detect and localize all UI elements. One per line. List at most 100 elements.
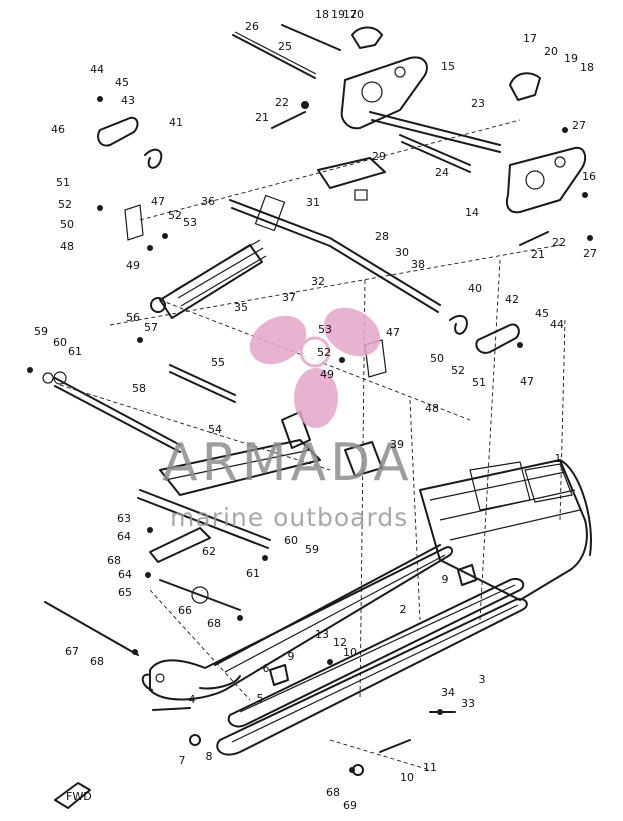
callout-32: 32: [311, 275, 325, 288]
callout-52-4: 52: [451, 364, 465, 377]
callout-14: 14: [465, 206, 479, 219]
callout-9-2: 9: [288, 650, 295, 663]
callout-53: 53: [183, 216, 197, 229]
callout-60-2: 60: [284, 534, 298, 547]
callout-60: 60: [53, 336, 67, 349]
callout-48: 48: [60, 240, 74, 253]
callout-5: 5: [257, 692, 264, 705]
callout-28: 28: [375, 230, 389, 243]
callout-17: 17: [343, 8, 357, 21]
callout-10: 10: [343, 646, 357, 659]
callout-63: 63: [117, 512, 131, 525]
callout-16: 16: [582, 170, 596, 183]
callout-43: 43: [121, 94, 135, 107]
callout-49: 49: [126, 259, 140, 272]
callout-20: 20: [350, 8, 364, 21]
callout-3: 3: [479, 673, 486, 686]
callout-20-2: 20: [544, 45, 558, 58]
callout-47: 47: [151, 195, 165, 208]
callout-68-2: 68: [207, 617, 221, 630]
callout-59-2: 59: [305, 543, 319, 556]
callout-12: 12: [333, 636, 347, 649]
callout-9: 9: [442, 573, 449, 586]
callout-36: 36: [201, 195, 215, 208]
callout-4: 4: [189, 693, 196, 706]
callout-37: 37: [282, 291, 296, 304]
callout-57: 57: [144, 321, 158, 334]
callout-53-2: 53: [318, 323, 332, 336]
callout-26: 26: [245, 20, 259, 33]
callout-68-3: 68: [90, 655, 104, 668]
lower-suspension: [44, 364, 477, 776]
callout-52-2: 52: [168, 209, 182, 222]
callout-56: 56: [126, 311, 140, 324]
armada-logo: ARMADA marine outboards: [162, 307, 413, 532]
callout-65: 65: [118, 586, 132, 599]
callout-18: 18: [315, 8, 329, 21]
callout-47-3: 47: [520, 375, 534, 388]
callout-54: 54: [208, 423, 222, 436]
callout-50-2: 50: [430, 352, 444, 365]
callout-66: 66: [178, 604, 192, 617]
callout-29: 29: [372, 150, 386, 163]
callout-61: 61: [68, 345, 82, 358]
callout-47-2: 47: [386, 326, 400, 339]
callout-68: 68: [107, 554, 121, 567]
callout-58: 58: [132, 382, 146, 395]
watermark-tagline: marine outboards: [170, 503, 408, 532]
callout-62: 62: [202, 545, 216, 558]
callout-69: 69: [343, 799, 357, 812]
callout-35: 35: [234, 301, 248, 314]
callout-15: 15: [441, 60, 455, 73]
callout-21: 21: [255, 111, 269, 124]
callout-51-2: 51: [472, 376, 486, 389]
front-mark-label: FWD: [66, 790, 92, 803]
watermark-brand: ARMADA: [162, 433, 413, 493]
callout-52: 52: [58, 198, 72, 211]
callout-67: 67: [65, 645, 79, 658]
callout-13: 13: [315, 628, 329, 641]
callout-44-2: 44: [550, 318, 564, 331]
callout-42: 42: [505, 293, 519, 306]
callout-27-2: 27: [583, 247, 597, 260]
callout-22-2: 22: [552, 236, 566, 249]
callout-34: 34: [441, 686, 455, 699]
callout-8: 8: [206, 750, 213, 763]
callout-64: 64: [117, 530, 131, 543]
callout-19: 19: [331, 8, 345, 21]
callout-24: 24: [435, 166, 449, 179]
callout-38: 38: [411, 258, 425, 271]
callout-55: 55: [211, 356, 225, 369]
callout-48-2: 48: [425, 402, 439, 415]
callout-18-2: 18: [580, 61, 594, 74]
callout-33: 33: [461, 697, 475, 710]
callout-64-2: 64: [118, 568, 132, 581]
callout-27: 27: [572, 119, 586, 132]
callout-46: 46: [51, 123, 65, 136]
callout-44: 44: [90, 63, 104, 76]
upper-suspension: [97, 24, 587, 378]
callout-1: 1: [555, 452, 562, 465]
callout-21-2: 21: [531, 248, 545, 261]
callout-49-2: 49: [320, 368, 334, 381]
track-runner-assembly: [141, 459, 592, 756]
callout-19-2: 19: [564, 52, 578, 65]
callout-59: 59: [34, 325, 48, 338]
callout-45: 45: [115, 76, 129, 89]
callout-6: 6: [263, 662, 270, 675]
callout-50: 50: [60, 218, 74, 231]
callout-68-4: 68: [326, 786, 340, 799]
front-arrow-icon: FWD: [54, 782, 92, 809]
propeller-icon: [249, 307, 381, 428]
callout-7: 7: [179, 754, 186, 767]
callout-31: 31: [306, 196, 320, 209]
callout-2: 2: [400, 603, 407, 616]
callout-51: 51: [56, 176, 70, 189]
fasteners: [27, 96, 593, 773]
callout-17-2: 17: [523, 32, 537, 45]
callout-23: 23: [471, 97, 485, 110]
callout-39: 39: [390, 438, 404, 451]
callout-22: 22: [275, 96, 289, 109]
